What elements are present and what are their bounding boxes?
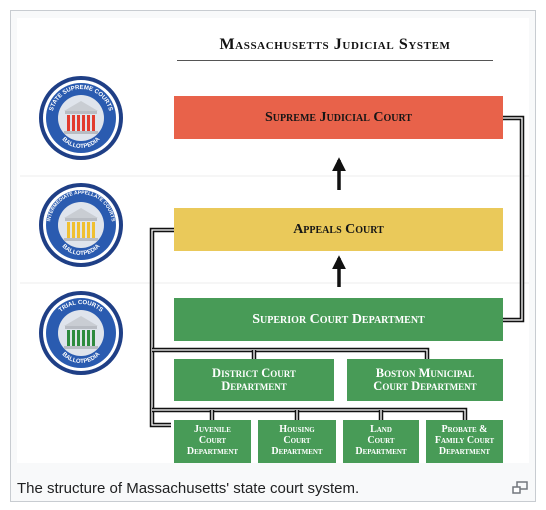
supreme-judicial-court-label: Supreme Judicial Court xyxy=(264,109,413,125)
boston-municipal-court-box: Boston Municipal Court Department xyxy=(347,359,503,401)
land-court-label: Land Court Department xyxy=(355,424,407,457)
land-court-box: Land Court Department xyxy=(343,420,419,463)
supreme-judicial-court-box: Supreme Judicial Court xyxy=(174,96,503,139)
housing-court-box: Housing Court Department xyxy=(258,420,336,463)
trial-courts-seal: TRIAL COURTS BALLOTPEDIA xyxy=(38,290,124,376)
supreme-courts-seal: STATE SUPREME COURTS BALLOTPEDIA xyxy=(38,75,124,161)
superior-court-box: Superior Court Department xyxy=(174,298,503,341)
appellate-courts-seal: INTERMEDIATE APPELLATE COURTS BALLOTPEDI… xyxy=(38,182,124,268)
juvenile-court-box: Juvenile Court Department xyxy=(174,420,251,463)
diagram-title: Massachusetts Judicial System xyxy=(177,30,493,61)
superior-court-label: Superior Court Department xyxy=(252,311,425,327)
appeals-court-label: Appeals Court xyxy=(293,221,384,237)
housing-court-label: Housing Court Department xyxy=(271,424,323,457)
juvenile-court-label: Juvenile Court Department xyxy=(186,424,239,457)
probate-family-court-label: Probate & Family Court Department xyxy=(434,424,495,457)
enlarge-icon[interactable] xyxy=(512,481,528,495)
probate-family-court-box: Probate & Family Court Department xyxy=(426,420,503,463)
appeals-court-box: Appeals Court xyxy=(174,208,503,251)
figure-caption: The structure of Massachusetts' state co… xyxy=(17,480,360,497)
district-court-label: District Court Department xyxy=(212,365,296,393)
district-court-box: District Court Department xyxy=(174,359,334,401)
boston-municipal-court-label: Boston Municipal Court Department xyxy=(373,365,477,393)
